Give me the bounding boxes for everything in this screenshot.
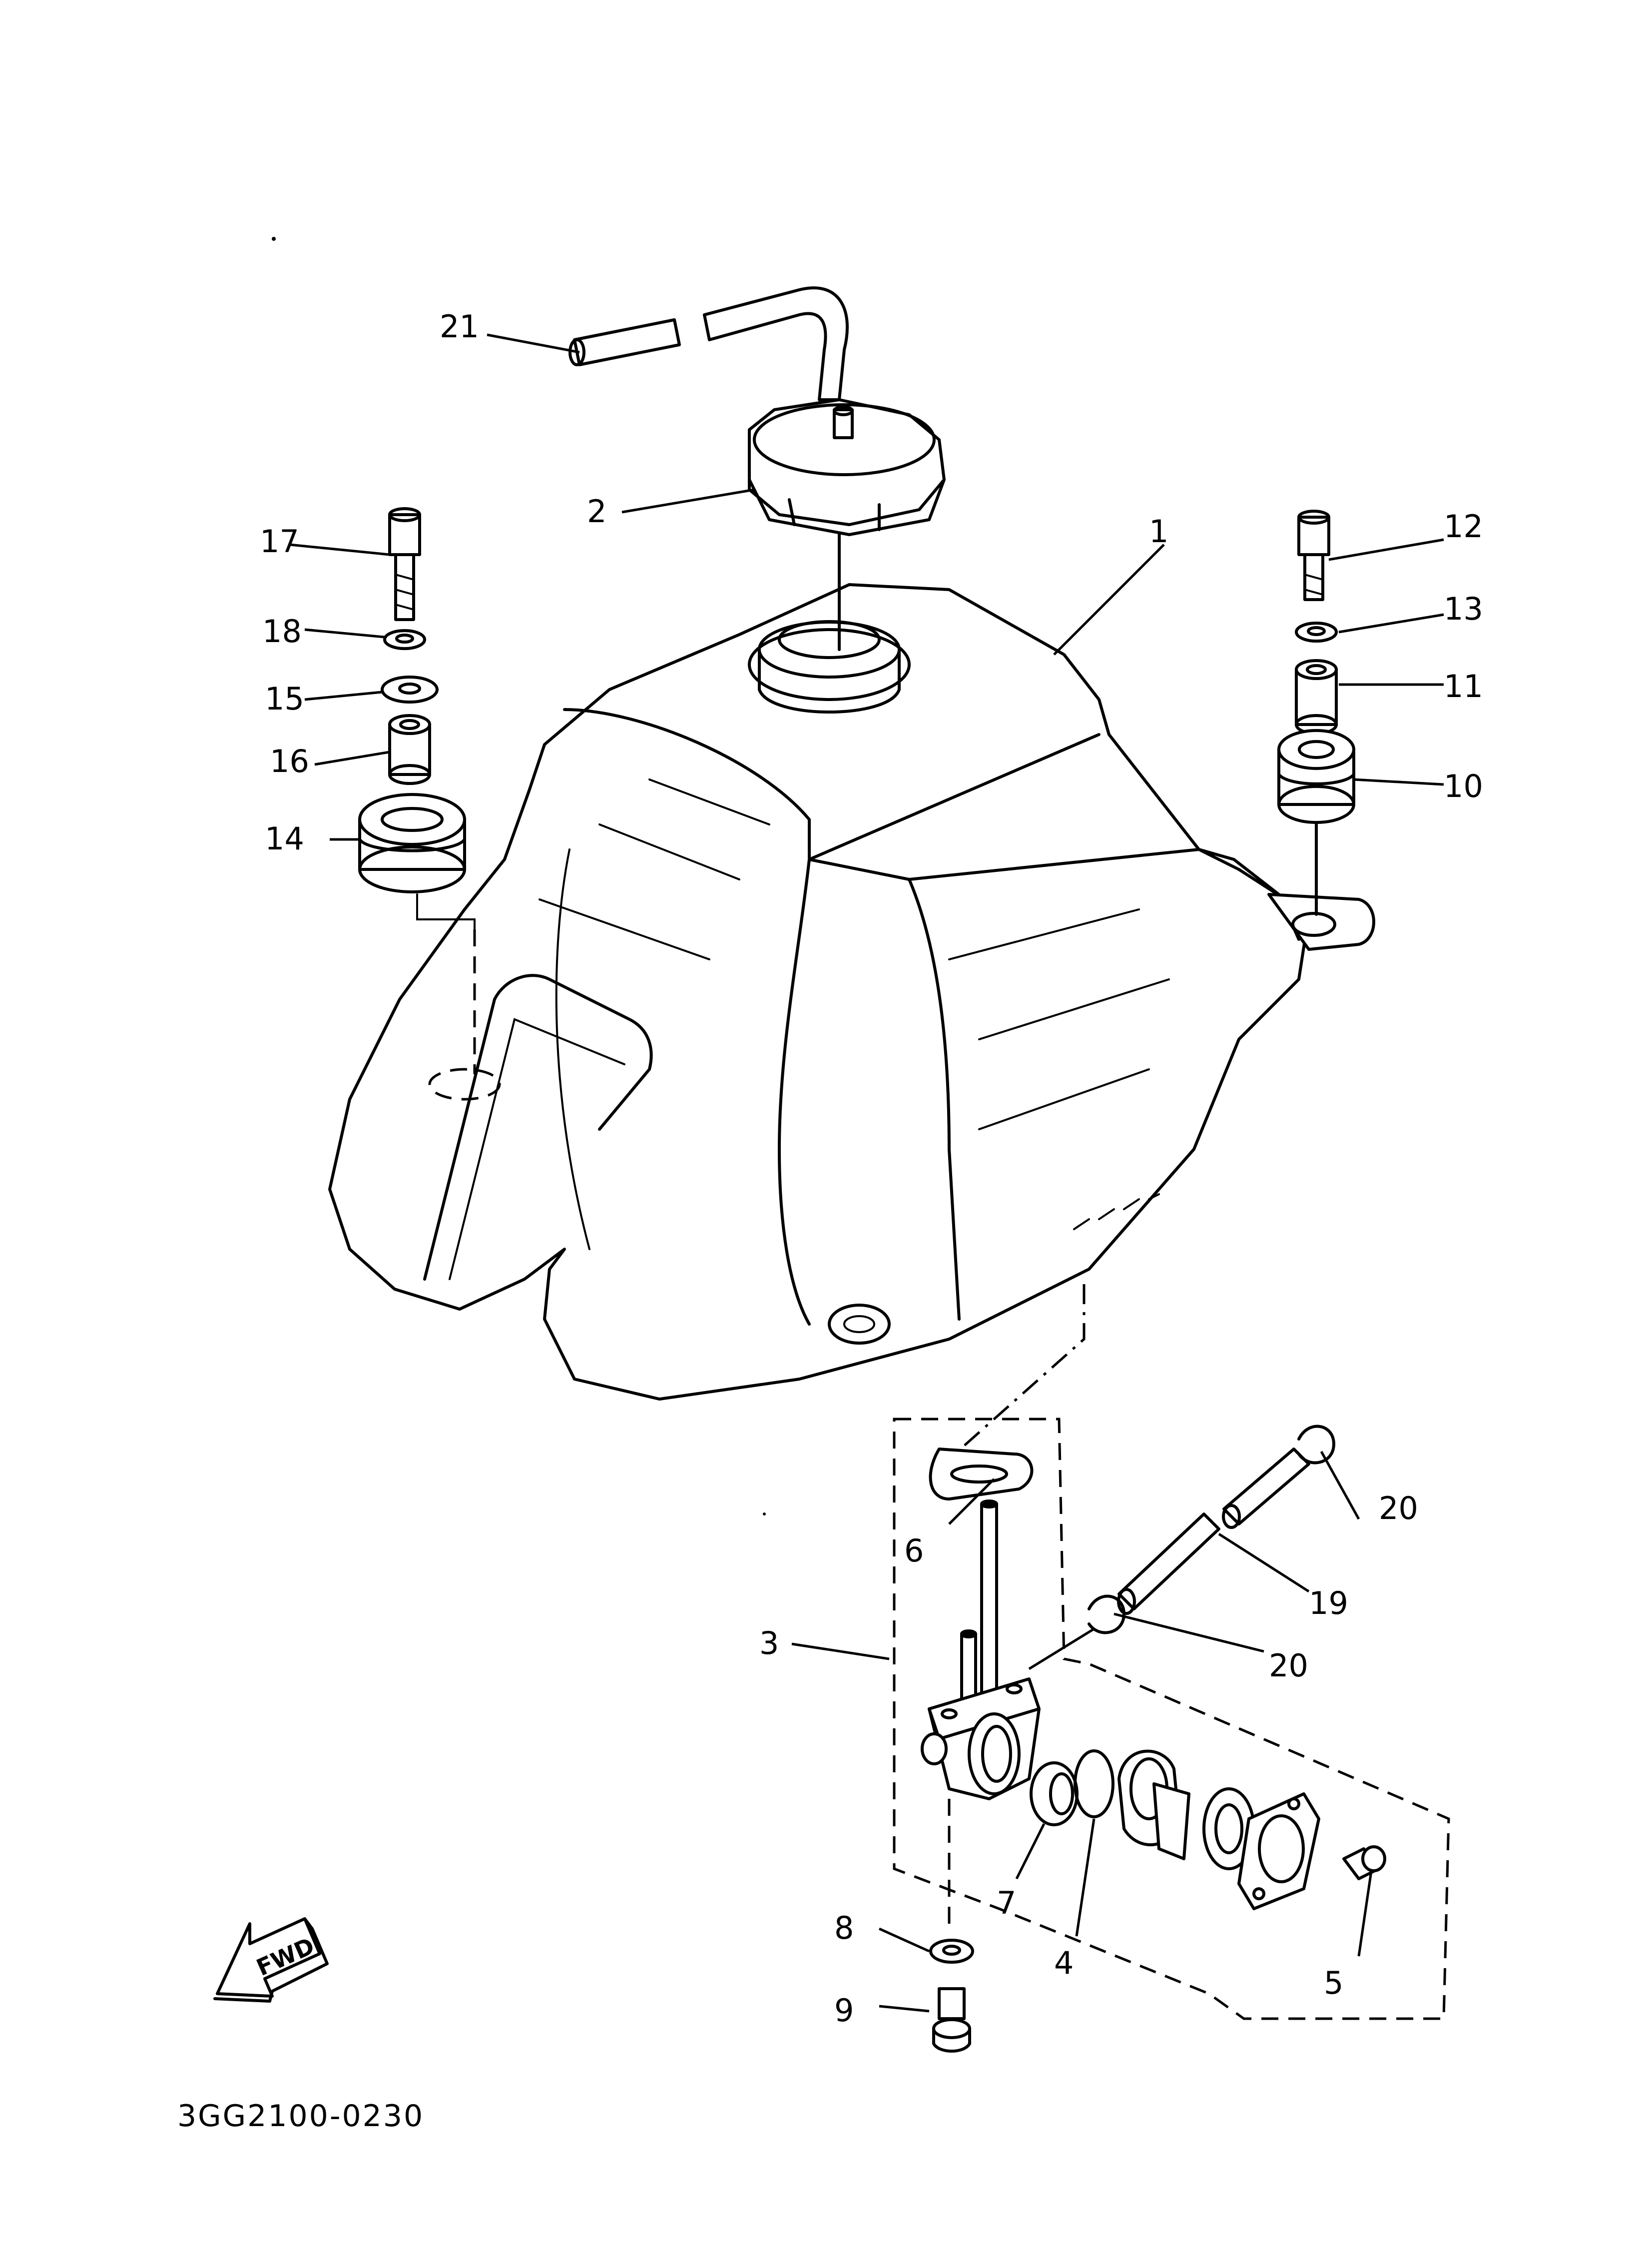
callout-3: 3 <box>759 1625 779 1661</box>
drawing-code: 3GG2100-0230 <box>177 2099 424 2134</box>
callout-20-upper: 20 <box>1379 1490 1418 1526</box>
callout-14: 14 <box>265 820 304 857</box>
callout-5: 5 <box>1324 1965 1343 2001</box>
fuel-cap <box>748 398 946 536</box>
fuel-cock-assembly <box>893 1284 1450 2053</box>
callout-15: 15 <box>265 681 304 717</box>
callout-18: 18 <box>262 613 302 650</box>
callout-9: 9 <box>834 1992 854 2029</box>
right-mount-hardware <box>1277 510 1355 916</box>
callout-1: 1 <box>1149 513 1168 550</box>
callout-10: 10 <box>1444 768 1483 804</box>
callout-20-lower: 20 <box>1269 1647 1308 1684</box>
callout-8: 8 <box>834 1910 854 1946</box>
callout-17: 17 <box>260 523 299 560</box>
callout-7: 7 <box>997 1885 1016 1921</box>
left-mount-hardware <box>358 507 476 1074</box>
callout-leaders <box>289 333 1444 2013</box>
stray-dot <box>763 1512 766 1515</box>
vent-hose <box>568 286 849 401</box>
callout-16: 16 <box>270 743 309 779</box>
callout-11: 11 <box>1444 668 1483 705</box>
fuel-tank <box>328 583 1375 1401</box>
callout-12: 12 <box>1444 508 1483 545</box>
callout-6: 6 <box>904 1532 924 1569</box>
callout-4: 4 <box>1054 1945 1074 1981</box>
callout-21: 21 <box>440 308 479 345</box>
fuel-hose <box>1088 1425 1335 1634</box>
callout-2: 2 <box>587 493 606 530</box>
stray-dot <box>272 237 276 241</box>
callout-numbers: 1 2 3 4 5 6 7 8 9 10 11 12 13 14 15 16 1… <box>260 308 1483 2029</box>
callout-19: 19 <box>1309 1585 1348 1621</box>
fwd-arrow-icon: FWD <box>213 1917 329 2003</box>
callout-13: 13 <box>1444 591 1483 627</box>
